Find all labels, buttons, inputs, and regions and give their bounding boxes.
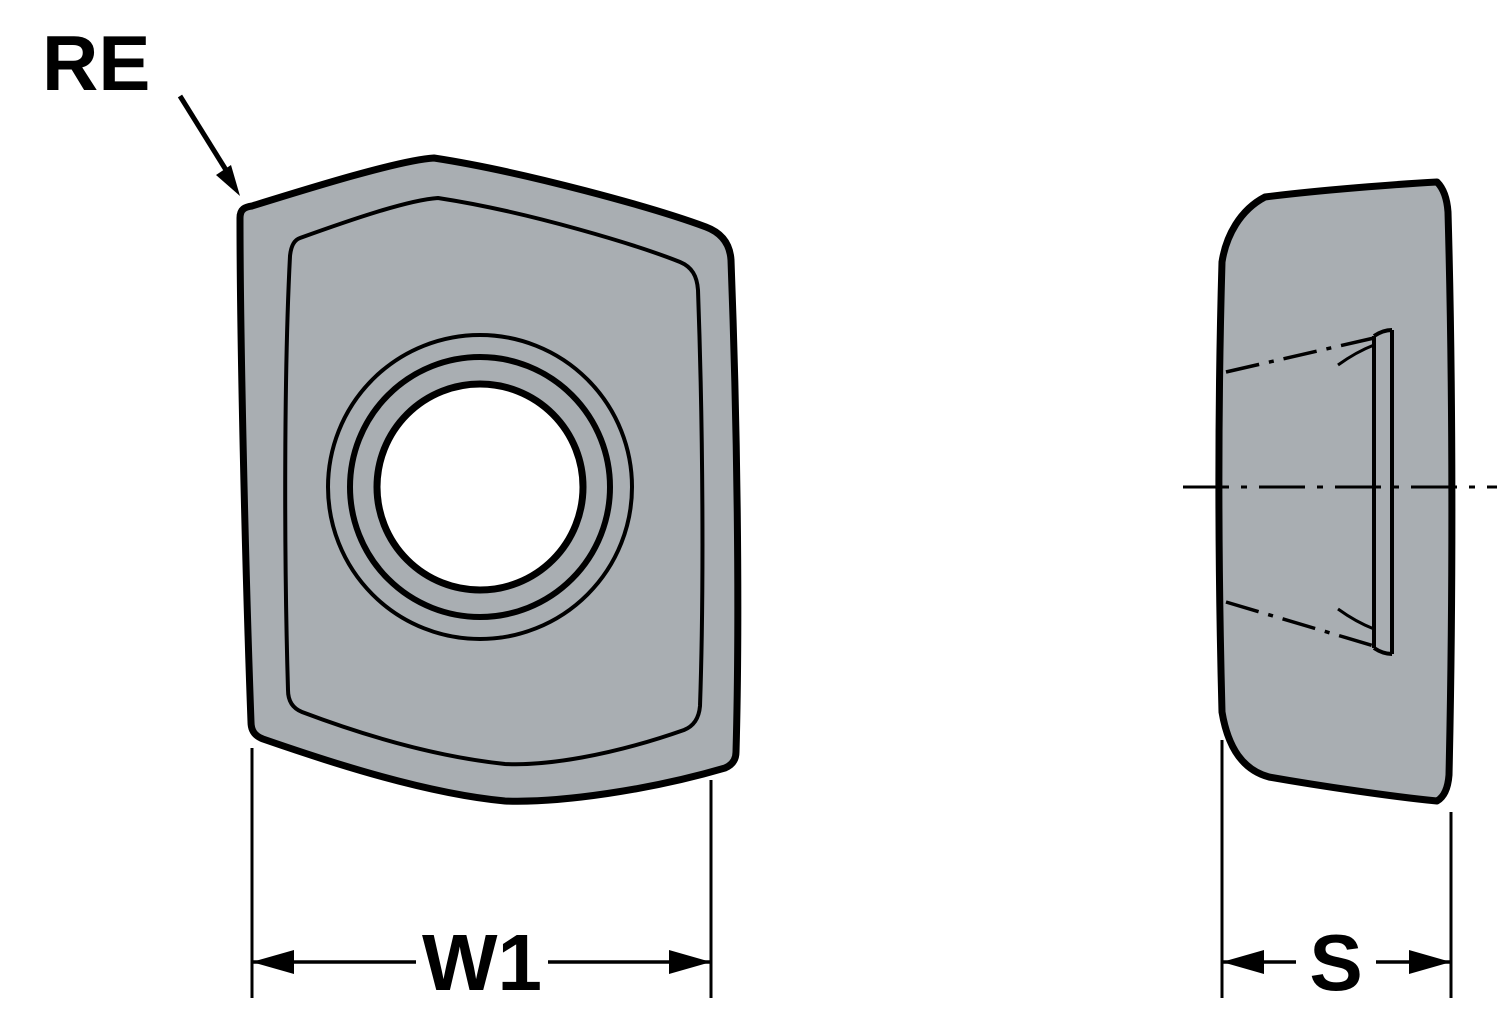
re-leader-line [177, 94, 229, 172]
countersink-cone-bottom-line [1225, 600, 1375, 648]
thickness-label: S [1309, 918, 1362, 1007]
countersink-blend-bottom-curve [1337, 607, 1375, 631]
corner-radius-label: RE [42, 19, 150, 107]
insert-side-view [1183, 178, 1497, 805]
s-arrowhead-right-icon [1409, 950, 1451, 974]
insert-front-view [236, 154, 742, 805]
width-dimension: W1 [250, 748, 713, 1007]
s-arrowhead-left-icon [1222, 950, 1264, 974]
w1-arrowhead-left-icon [252, 950, 294, 974]
side-view-outline [1215, 178, 1456, 805]
front-view-inner-contour [283, 196, 705, 767]
countersink-outer-circle [326, 333, 634, 641]
countersink-cone-top-line [1225, 336, 1375, 374]
bore-top-arc [1372, 328, 1393, 338]
bore-bottom-arc [1372, 646, 1393, 656]
countersink-inner-circle [347, 354, 613, 620]
w1-arrowhead-right-icon [669, 950, 711, 974]
screw-hole [373, 380, 587, 594]
corner-radius-annotation: RE [42, 19, 240, 196]
thickness-dimension: S [1220, 740, 1453, 1007]
countersink-blend-top-curve [1337, 343, 1375, 367]
re-arrowhead-icon [216, 165, 240, 196]
width-label: W1 [422, 918, 542, 1007]
